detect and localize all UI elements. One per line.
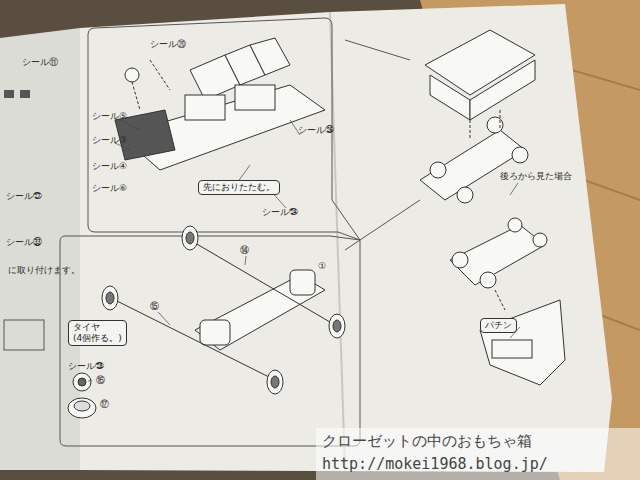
callout-number: ① <box>318 262 326 272</box>
sticker-label: シール⑳ <box>150 40 186 50</box>
callout-number: ⑰ <box>100 400 109 410</box>
note-text: 後ろから見た場合 <box>500 172 572 182</box>
box-text: タイヤ <box>73 322 122 333</box>
watermark: http://mokei1968.blog.jp/ <box>322 455 548 473</box>
sticker-label: シール⑥ <box>92 184 127 194</box>
sticker-label: シール⑤ <box>92 112 127 122</box>
sticker-label: シール㉗ <box>6 192 42 202</box>
sticker-label: シール㉖ <box>298 126 334 136</box>
sticker-label: シール㉝ <box>6 238 42 248</box>
sticker-label: シール㉘ <box>68 362 104 372</box>
box-text: 先におりたたむ。 <box>203 182 275 193</box>
sticker-label: シール④ <box>92 162 127 172</box>
box-text: パチン <box>485 320 512 331</box>
sound-callout: パチン <box>480 318 517 333</box>
sticker-label: シール㉔ <box>262 208 298 218</box>
callout-number: ⑯ <box>96 376 105 386</box>
box-text: (4個作る。) <box>73 333 122 344</box>
note-text: に取り付けます。 <box>8 266 80 276</box>
sticker-label: シール③ <box>92 136 127 146</box>
part-note-box: タイヤ(4個作る。) <box>68 320 127 346</box>
note-box: 先におりたたむ。 <box>198 180 280 195</box>
watermark: クローゼットの中のおもちゃ箱 <box>322 432 532 451</box>
callout-number: ⑮ <box>150 302 159 312</box>
sticker-label: シール⑪ <box>22 58 58 68</box>
callout-number: ⑭ <box>240 246 249 256</box>
